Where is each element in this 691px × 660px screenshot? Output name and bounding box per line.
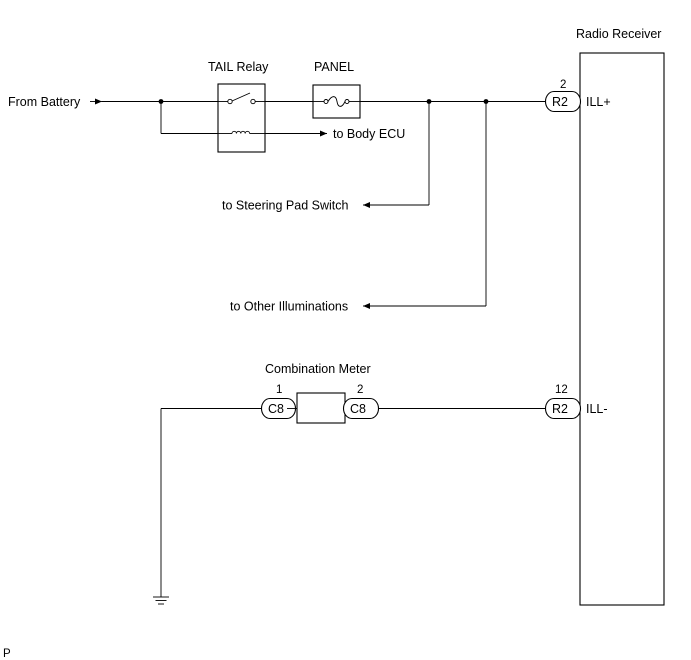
- other-illuminations-label: to Other Illuminations: [230, 300, 348, 314]
- body-ecu-label: to Body ECU: [333, 127, 405, 141]
- c8-connector-label-left: C8: [268, 402, 284, 416]
- radio-receiver-title: Radio Receiver: [576, 27, 661, 41]
- c8-pin-number-2: 2: [357, 384, 363, 396]
- steering-pad-label: to Steering Pad Switch: [222, 199, 349, 213]
- ground-icon: [153, 596, 169, 605]
- c8-connector-right: [342, 397, 380, 420]
- combination-meter-label: Combination Meter: [265, 362, 371, 376]
- c8-connector-left: [260, 397, 297, 420]
- pin-name-ill-minus: ILL-: [586, 402, 608, 416]
- battery-arrow-icon: [95, 98, 102, 105]
- panel-fuse-label: PANEL: [314, 60, 354, 74]
- tail-relay-label: TAIL Relay: [208, 60, 269, 74]
- relay-coil-icon: [218, 130, 265, 134]
- r2-connector-top: [544, 90, 582, 113]
- body-ecu-arrow-icon: [320, 130, 327, 137]
- c8-connector-label-right: C8: [350, 402, 366, 416]
- diagram-code: P: [3, 648, 11, 660]
- r2-connector-label: R2: [552, 95, 568, 109]
- relay-switch-icon: [218, 92, 265, 105]
- c8-pin-number-1: 1: [276, 384, 282, 396]
- pin-name-ill-plus: ILL+: [586, 95, 611, 109]
- r2-pin-number-12: 12: [555, 384, 568, 396]
- r2-connector-label-bottom: R2: [552, 402, 568, 416]
- r2-connector-bottom: [544, 397, 582, 420]
- radio-receiver-box: [579, 52, 665, 606]
- r2-pin-number-2: 2: [560, 79, 566, 91]
- other-arrow-icon: [363, 303, 370, 309]
- tail-relay-box: [217, 83, 266, 153]
- steering-arrow-icon: [363, 202, 370, 208]
- from-battery-label: From Battery: [8, 95, 81, 109]
- fuse-icon: [313, 96, 360, 107]
- combination-meter-box: [296, 392, 346, 424]
